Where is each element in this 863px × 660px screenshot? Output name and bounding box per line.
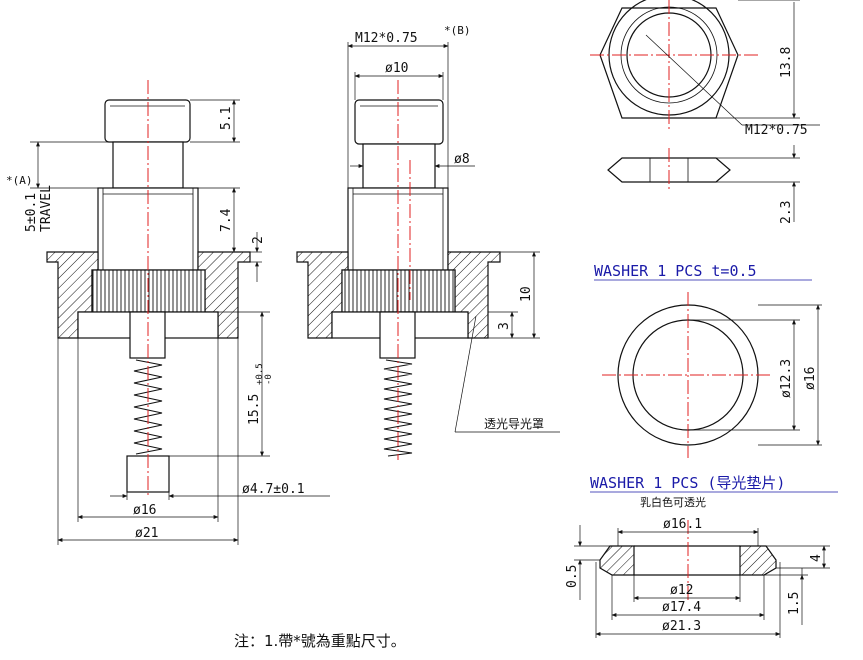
dim-3: 3 [497,322,512,330]
dim-phi-12: ø12 [670,583,693,598]
washer2-section-right [739,545,777,576]
dim-2: 2 [251,236,266,244]
plunger-cap-2 [354,99,444,145]
dim-phi-4-7: ø4.7±0.1 [242,482,305,497]
dim-1-5: 1.5 [787,592,802,615]
dim-m12: M12*0.75 [355,31,418,46]
dim-0-5: 0.5 [565,565,580,588]
switch-view-middle: M12*0.75 *(B) ø10 ø8 10 3 透光导光罩 [296,24,560,460]
travel-tolerance: 5±0.1 [24,193,39,232]
washer-1: WASHER 1 PCS t=0.5 ø12.3 ø16 [594,262,822,458]
spring-2 [383,359,413,457]
dim-2-3: 2.3 [779,201,794,224]
dim-phi-16-washer1: ø16 [803,367,818,390]
dim-phi-10: ø10 [385,61,408,76]
dim-15-5-tol-minus: -0 [264,374,274,385]
dim-15-5-tol-plus: +0.5 [255,363,265,385]
washer2-material: 乳白色可透光 [640,495,706,509]
dim-10: 10 [519,286,534,302]
plunger-neck-2 [362,143,436,189]
dim-phi-21: ø21 [135,526,158,541]
dim-15-5: 15.5 [247,394,262,425]
mark-a: *(A) [6,174,33,187]
switch-view-left: 5.1 7.4 2 15.5 +0.5 -0 ø4.7±0.1 ø16 ø21 [6,80,330,545]
washer1-title: WASHER 1 PCS t=0.5 [594,262,757,280]
dim-13-8: 13.8 [779,47,794,78]
dim-phi-12-3: ø12.3 [779,359,794,398]
footnote: 注：1.帶*號為重點尺寸。 [234,632,406,650]
dim-phi-16-1: ø16.1 [663,517,702,532]
dim-phi-8: ø8 [454,152,470,167]
mark-b: *(B) [444,24,471,37]
spring [133,359,163,455]
washer2-section-left [599,545,635,576]
washer2-title: WASHER 1 PCS (导光垫片) [590,474,785,492]
dim-4: 4 [809,554,824,562]
dim-5-1: 5.1 [219,107,234,130]
dim-phi-17-4: ø17.4 [662,600,701,615]
light-cover-label: 透光导光罩 [484,417,544,431]
nut-m12-label: M12*0.75 [745,123,808,138]
dim-phi-21-3: ø21.3 [662,619,701,634]
nut-views: M12*0.75 13.8 2.3 [590,0,820,224]
travel-label: TRAVEL [39,185,54,232]
washer-2: WASHER 1 PCS (导光垫片) 乳白色可透光 ø16.1 ø12 ø17… [565,474,838,638]
dim-7-4: 7.4 [219,208,234,232]
dim-phi-16: ø16 [133,503,156,518]
